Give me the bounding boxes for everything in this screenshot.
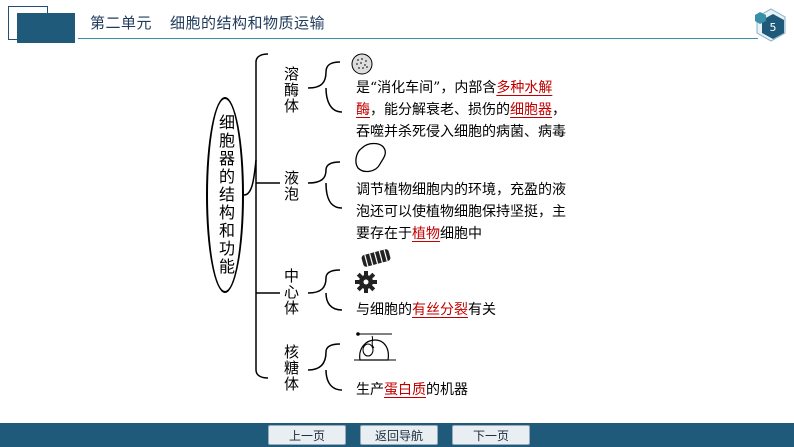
- branch-ribosome-label: 核糖体: [282, 344, 300, 392]
- desc-text: 吞噬并杀死侵入细胞的病菌、病毒: [356, 124, 566, 140]
- branch-vacuole-label: 液泡: [282, 170, 300, 202]
- desc-text: 调节植物细胞内的环境，充盈的液: [356, 182, 566, 198]
- header-title: 第二单元细胞的结构和物质运输: [90, 12, 325, 33]
- page-number-badge: 5: [754, 8, 788, 42]
- main-topic: 细胞器的结构和功能: [206, 97, 244, 293]
- prev-page-button[interactable]: 上一页: [268, 425, 346, 445]
- vacuole-icon: [355, 142, 386, 173]
- highlight-term: 植物: [412, 226, 440, 242]
- desc-text: 细胞中: [440, 226, 482, 242]
- next-page-button[interactable]: 下一页: [452, 425, 530, 445]
- highlight-term: 细胞器: [510, 102, 552, 118]
- main-topic-text: 细胞器的结构和功能: [216, 114, 235, 276]
- highlight-term: 有丝分裂: [412, 302, 468, 318]
- desc-text: 生产: [356, 382, 384, 398]
- desc-text: 与细胞的: [356, 302, 412, 318]
- highlight-term: 多种水解: [496, 80, 553, 96]
- page-number: 5: [770, 21, 777, 34]
- desc-text: ，能分解衰老、损伤的: [370, 102, 510, 118]
- branch-centrosome-label: 中心体: [282, 268, 300, 316]
- unit-label: 第二单元: [90, 14, 153, 32]
- highlight-term: 酶: [356, 102, 370, 118]
- chapter-title: 细胞的结构和物质运输: [170, 14, 326, 32]
- lysosome-icon: [351, 53, 373, 75]
- desc-text: 有关: [468, 302, 496, 318]
- branch-ribosome-desc: 生产蛋白质的机器: [356, 379, 468, 401]
- header-block: [17, 13, 75, 43]
- desc-text: ，: [552, 102, 566, 118]
- hexagon-icon: 5: [755, 8, 786, 42]
- desc-text: 泡还可以使植物细胞保持坚挺，主: [356, 204, 566, 220]
- back-to-nav-button[interactable]: 返回导航: [360, 425, 438, 445]
- desc-text: 要存在于: [356, 226, 412, 242]
- ribosome-icon: [354, 332, 396, 361]
- desc-text: 是“消化车间”，内部含: [356, 80, 497, 96]
- branch-centrosome-desc: 与细胞的有丝分裂有关: [356, 299, 496, 321]
- branch-lysosome-desc: 是“消化车间”，内部含多种水解酶，能分解衰老、损伤的细胞器， 吞噬并杀死侵入细胞的…: [356, 77, 566, 143]
- desc-text: 的机器: [426, 382, 468, 398]
- highlight-term: 蛋白质: [384, 382, 426, 398]
- header-rule: [78, 38, 758, 39]
- branch-lysosome-label: 溶酶体: [282, 66, 300, 114]
- branch-vacuole-desc: 调节植物细胞内的环境，充盈的液泡还可以使植物细胞保持坚挺，主要存在于植物细胞中: [356, 179, 566, 245]
- centrosome-icon: [355, 249, 391, 293]
